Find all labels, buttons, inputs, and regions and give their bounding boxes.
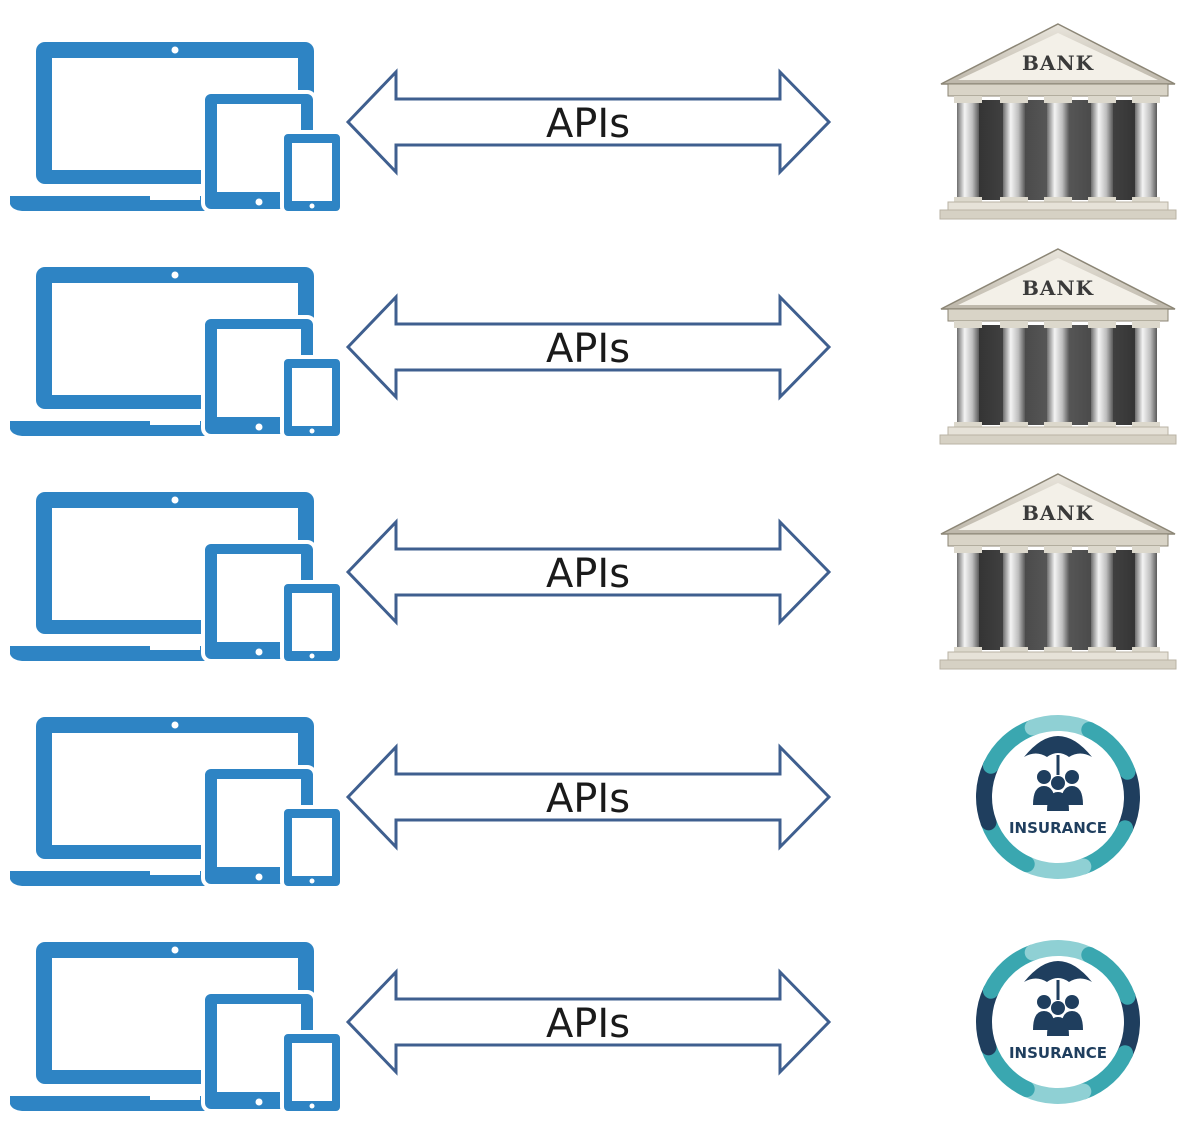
- devices-icon: [10, 717, 344, 890]
- bidirectional-arrow: [345, 293, 832, 401]
- devices-icon: [10, 267, 344, 440]
- insurance-label: INSURANCE: [1009, 1044, 1107, 1062]
- devices-icon: [10, 942, 344, 1115]
- bidirectional-arrow: [345, 743, 832, 851]
- insurance-icon: INSURANCE: [976, 715, 1140, 879]
- api-label: APIs: [546, 1001, 630, 1047]
- insurance-icon: INSURANCE: [976, 940, 1140, 1104]
- api-connection-row: APIs BANK: [10, 248, 1177, 445]
- api-connection-row: APIs BANK: [10, 473, 1177, 670]
- devices-icon: [10, 492, 344, 665]
- api-label: APIs: [546, 101, 630, 147]
- bidirectional-arrow: [345, 518, 832, 626]
- bidirectional-arrow: [345, 968, 832, 1076]
- api-connection-row: APIs BANK: [10, 23, 1177, 220]
- api-label: APIs: [546, 551, 630, 597]
- bank-label: BANK: [1022, 51, 1094, 75]
- api-label: APIs: [546, 776, 630, 822]
- bank-label: BANK: [1022, 501, 1094, 525]
- insurance-label: INSURANCE: [1009, 819, 1107, 837]
- bank-icon: BANK: [939, 23, 1177, 220]
- bank-icon: BANK: [939, 248, 1177, 445]
- api-label: APIs: [546, 326, 630, 372]
- bidirectional-arrow: [345, 68, 832, 176]
- bank-icon: BANK: [939, 473, 1177, 670]
- bank-label: BANK: [1022, 276, 1094, 300]
- devices-icon: [10, 42, 344, 215]
